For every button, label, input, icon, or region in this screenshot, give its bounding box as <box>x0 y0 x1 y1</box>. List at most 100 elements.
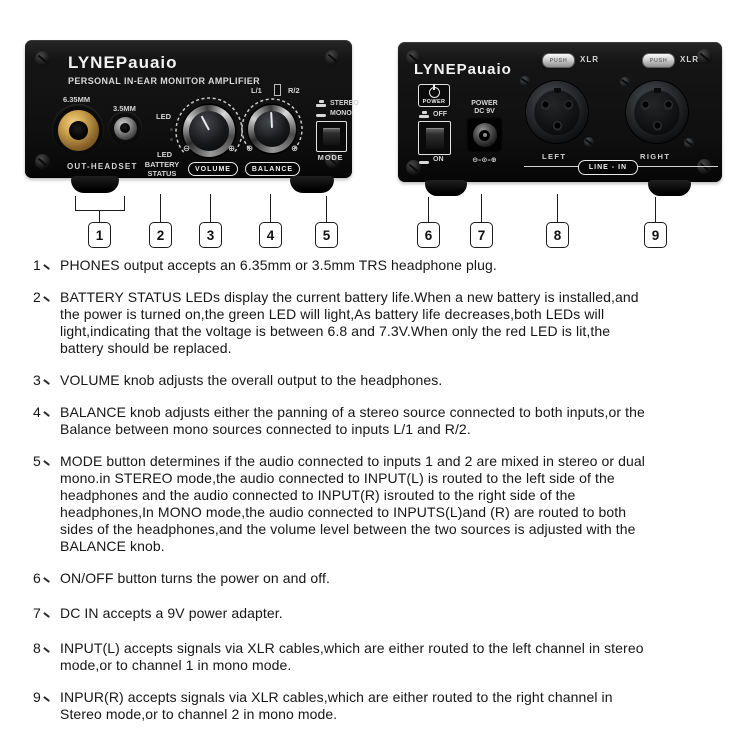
callout-badge-7: 7 <box>470 222 493 248</box>
power-switch-cap <box>425 127 444 149</box>
item-number: 8 <box>33 640 41 656</box>
xlr-pin-hole <box>541 100 550 109</box>
screw-icon <box>325 50 340 65</box>
brand-logo: LYNEPauaio <box>414 61 512 78</box>
on-button-icon <box>419 157 429 164</box>
balance-min-symbol: ⊕ <box>246 144 254 154</box>
ideographic-comma <box>43 612 50 619</box>
headphone-jack-35 <box>108 111 142 145</box>
callout-1-bracket-right <box>124 196 126 211</box>
ideographic-comma <box>43 460 50 467</box>
item-number: 4 <box>33 404 41 420</box>
device-foot <box>71 176 119 193</box>
jack-35-ring <box>113 116 137 140</box>
xlr-right-label: XLR <box>680 55 699 64</box>
mode-button-cap <box>323 128 340 145</box>
polarity-symbol: ⊖–⊙–⊕ <box>472 156 497 164</box>
callout-badge-5: 5 <box>315 222 338 248</box>
callout-badge-2: 2 <box>149 222 172 248</box>
screw-icon <box>406 50 421 65</box>
xlr-pin-hole <box>641 100 650 109</box>
out-headset-label: OUT-HEADSET <box>67 162 138 171</box>
item-text: ON/OFF button turns the power on and off… <box>60 570 330 586</box>
balance-center-tick <box>274 84 281 96</box>
off-button-icon <box>419 111 429 118</box>
battery-status-label: BATTERY STATUS <box>144 160 180 178</box>
device-foot <box>648 180 691 196</box>
list-item: 4 BALANCE knob adjusts either the pannin… <box>33 404 723 438</box>
callout-9-line <box>655 197 657 222</box>
power-label-box: POWER <box>418 84 450 107</box>
item-number: 3 <box>33 372 41 388</box>
item-number: 5 <box>33 453 41 469</box>
callout-2-line <box>160 194 162 222</box>
jack-35-hole <box>120 123 130 133</box>
xlr-left-insert <box>534 88 580 135</box>
ideographic-comma <box>43 379 50 386</box>
xlr-left-label: XLR <box>580 55 599 64</box>
balance-label: BALANCE <box>245 162 300 176</box>
item-text: VOLUME knob adjusts the overall output t… <box>60 372 443 388</box>
red-led-indicator <box>170 138 173 141</box>
dc-power-label: POWER DC 9V <box>471 100 498 115</box>
ideographic-comma <box>43 264 50 271</box>
balance-knob <box>248 105 296 153</box>
item-text: INPUT(L) accepts signals via XLR cables,… <box>60 640 644 673</box>
item-text: INPUR(R) accepts signals via XLR cables,… <box>60 689 613 722</box>
item-number: 1 <box>33 257 41 273</box>
volume-knob <box>183 105 235 157</box>
screw-icon <box>35 154 50 169</box>
volume-max-symbol: ⊕ <box>228 144 236 154</box>
power-label: POWER <box>422 98 446 105</box>
volume-label: VOLUME <box>188 162 238 176</box>
xlr-input-left <box>526 81 588 143</box>
item-text: BATTERY STATUS LEDs display the current … <box>60 289 639 356</box>
callout-badge-4: 4 <box>259 222 282 248</box>
volume-knob-cap <box>189 111 229 151</box>
list-item: 5 MODE button determines if the audio co… <box>33 453 723 555</box>
feature-description-list: 1 PHONES output accepts an 6.35mm or 3.5… <box>33 257 723 738</box>
front-subtitle: PERSONAL IN-EAR MONITOR AMPLIFIER <box>68 76 261 86</box>
list-item: 6 ON/OFF button turns the power on and o… <box>33 570 723 587</box>
stereo-button-icon <box>316 100 326 107</box>
callout-badge-9: 9 <box>644 222 667 248</box>
screw-icon <box>406 160 421 175</box>
list-item: 7 DC IN accepts a 9V power adapter. <box>33 605 723 622</box>
front-panel-device: LYNEPauaio PERSONAL IN-EAR MONITOR AMPLI… <box>25 40 359 178</box>
screw-icon <box>35 51 50 66</box>
jack-35-label: 3.5MM <box>113 104 136 113</box>
back-panel-device: LYNEPauaio POWER OFF ON POWER DC 9V ⊖–⊙–… <box>398 42 722 182</box>
screw-icon <box>697 49 712 64</box>
callout-3-line <box>210 194 212 222</box>
stereo-label: STEREO <box>330 100 359 107</box>
xlr-input-right <box>626 81 688 143</box>
mono-button-icon <box>316 110 326 117</box>
item-number: 2 <box>33 289 41 305</box>
xlr-pin-hole <box>652 121 662 130</box>
xlr-pin-hole <box>552 121 562 130</box>
item-text: MODE button determines if the audio conn… <box>60 453 645 554</box>
off-label: OFF <box>433 111 447 118</box>
jack-635-label: 6.35MM <box>63 95 91 104</box>
green-led-indicator <box>170 128 173 131</box>
dc-jack-hole <box>479 129 490 141</box>
device-foot <box>425 180 467 196</box>
callout-6-line <box>428 197 430 222</box>
xlr-screw-icon <box>584 137 594 147</box>
line-in-label: LINE - IN <box>578 160 638 175</box>
callout-badge-1: 1 <box>88 222 111 248</box>
dc-input-jack <box>466 117 503 153</box>
mode-button <box>316 121 347 152</box>
on-label: ON <box>433 156 444 163</box>
list-item: 3 VOLUME knob adjusts the overall output… <box>33 372 723 389</box>
item-number: 9 <box>33 689 41 705</box>
xlr-screw-icon <box>620 77 630 87</box>
callout-4-line <box>270 194 272 222</box>
item-number: 6 <box>33 570 41 586</box>
xlr-notch <box>653 88 661 93</box>
callout-badge-6: 6 <box>417 222 440 248</box>
callout-5-line <box>326 196 328 222</box>
headphone-jack-635 <box>52 104 104 156</box>
balance-right-mark: R/2 <box>288 86 300 95</box>
device-foot <box>290 176 334 193</box>
